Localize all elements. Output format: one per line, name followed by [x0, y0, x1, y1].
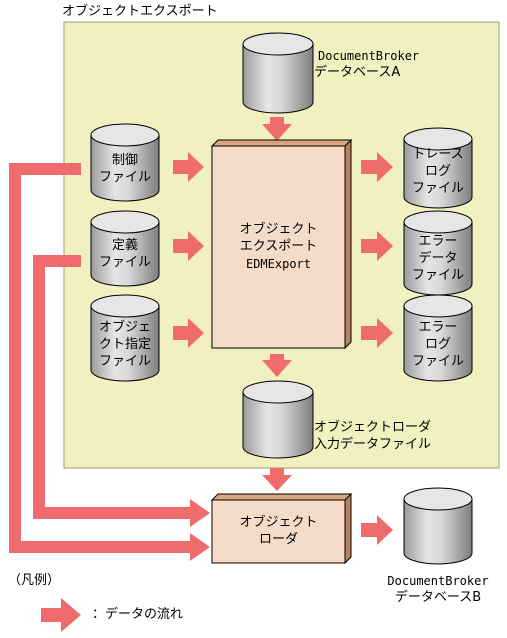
db-a-label-line2: データベースA [314, 65, 401, 80]
arrow-export-to-trace [361, 152, 393, 182]
arrow-loader-input-to-loader [262, 468, 292, 491]
control-file-label-line1: 制御 [111, 153, 138, 168]
loader-label-line2: ローダ [258, 532, 298, 547]
definition-file-label-line2: ファイル [98, 255, 151, 270]
loader-label-line1: オブジェクト [239, 515, 318, 530]
error-log-label-line1: エラー [418, 320, 458, 335]
object-spec-file-label-line3: ファイル [98, 354, 151, 369]
loader-input-cylinder [242, 380, 314, 459]
error-log-label-line2: ログ [424, 337, 451, 352]
db-b-label-line1: DocumentBroker [387, 574, 489, 588]
trace-log-cylinder [403, 127, 473, 209]
control-file-cylinder [90, 123, 160, 202]
flow-line-definition-to-loader [33, 255, 210, 527]
trace-log-label-line3: ファイル [411, 181, 464, 196]
error-data-cylinder [403, 210, 473, 296]
trace-log-label-line1: トレース [412, 147, 464, 162]
arrow-export-to-error-log [361, 318, 393, 348]
legend-arrow-label: ：データの流れ [92, 607, 184, 622]
control-file-label-line2: ファイル [98, 170, 151, 185]
db-a-cylinder [242, 32, 314, 114]
loader-box [210, 492, 353, 565]
db-b-label-line2: データベースB [394, 590, 482, 605]
arrow-export-to-error-data [361, 231, 393, 261]
definition-file-label-line1: 定義 [111, 238, 138, 253]
loader-input-label-line2: 入力データファイル [314, 437, 432, 452]
object-spec-file-label-line1: オブジェ [98, 320, 151, 335]
loader-input-label-line1: オブジェクトローダ [314, 420, 432, 435]
arrow-control-to-export [173, 152, 204, 182]
object-spec-file-label-line2: クト指定 [98, 337, 151, 352]
export-tool-label-line3: EDMExport [245, 257, 312, 271]
definition-file-cylinder [90, 210, 160, 287]
arrow-objspec-to-export [173, 318, 204, 348]
region-title: オブジェクトエクスポート [62, 4, 218, 19]
export-tool-label-line1: オブジェクト [239, 222, 318, 237]
error-log-label-line3: ファイル [411, 354, 464, 369]
trace-log-label-line2: ログ [424, 164, 451, 179]
error-log-cylinder [403, 294, 473, 382]
db-b-cylinder [403, 487, 473, 565]
legend-title: （凡例） [8, 573, 61, 588]
export-tool-box [210, 138, 353, 350]
error-data-label-line3: ファイル [411, 268, 464, 283]
arrow-export-to-loader-input [262, 354, 292, 377]
error-data-label-line1: エラー [418, 234, 458, 249]
arrow-db-a-to-export [262, 117, 292, 141]
db-a-label-line1: DocumentBroker [318, 49, 420, 63]
flow-line-control-to-loader [9, 163, 210, 561]
arrow-loader-to-db-b [361, 515, 393, 545]
export-tool-label-line2: エクスポート [239, 239, 318, 254]
object-spec-file-cylinder [90, 294, 160, 382]
legend-arrow [41, 598, 81, 632]
arrow-definition-to-export [173, 231, 204, 261]
error-data-label-line2: データ [418, 251, 458, 266]
